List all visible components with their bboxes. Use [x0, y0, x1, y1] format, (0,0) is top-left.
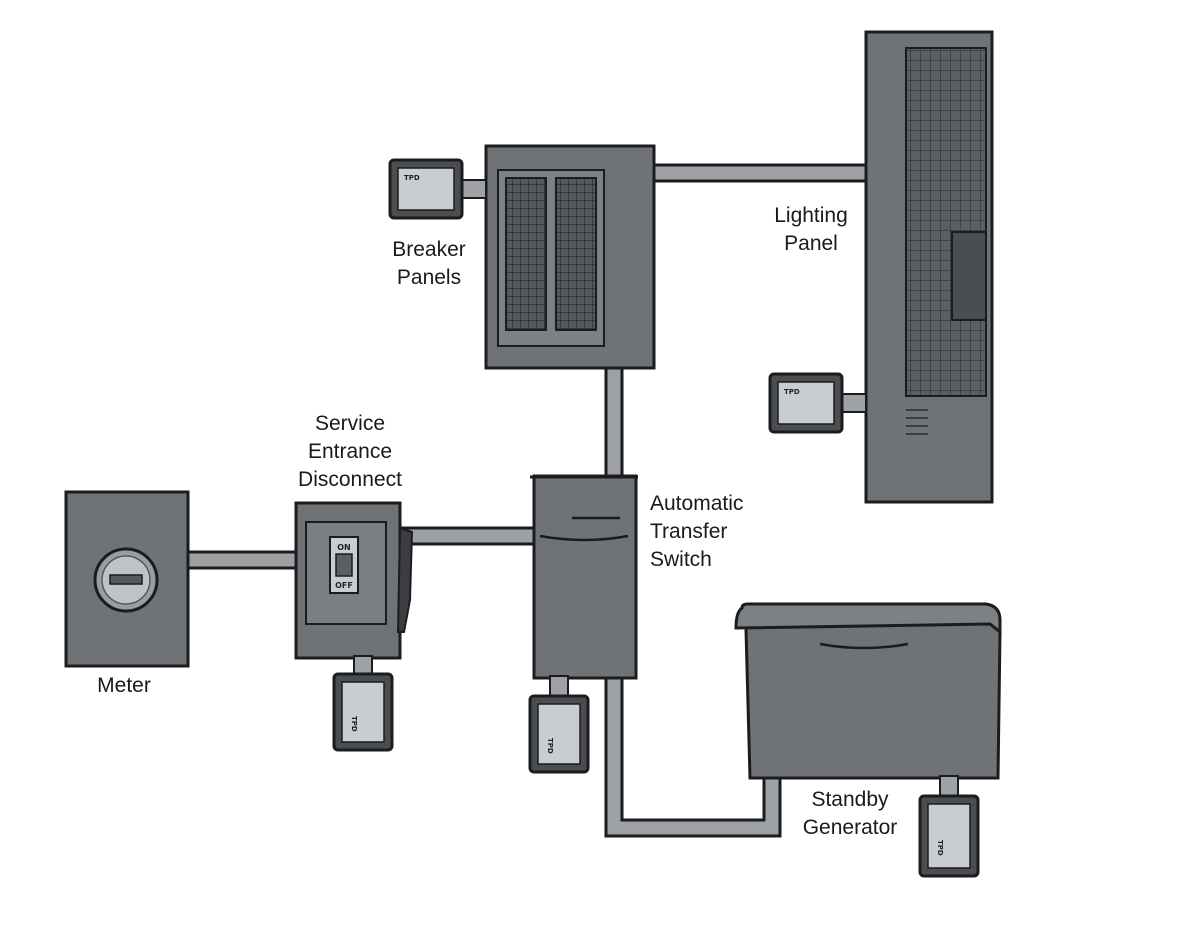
lighting-panel: [864, 30, 994, 504]
tpd-label: TPD: [784, 388, 800, 396]
tpd-service-disconnect: TPD: [332, 655, 394, 752]
breaker-panel: [484, 144, 656, 370]
tpd-transfer-switch: TPD: [528, 675, 590, 774]
lighting-panel-grid: [905, 47, 987, 397]
tpd-label: TPD: [350, 716, 358, 732]
disconnect-switch: [329, 536, 359, 594]
tpd-label: TPD: [404, 174, 420, 182]
lighting-panel-main-breaker: [951, 231, 987, 321]
generator-body: [744, 618, 1002, 780]
ats-enclosure: [532, 474, 638, 680]
switch-on-label: ON: [337, 543, 351, 552]
conduit-disconnect-to-ats: [398, 526, 538, 546]
automatic-transfer-switch: [530, 474, 638, 680]
service-entrance-disconnect-label: Service Entrance Disconnect: [298, 412, 402, 491]
disconnect-handle: [396, 526, 414, 633]
breaker-panels-label: Breaker Panels: [392, 238, 466, 289]
breaker-column-left: [505, 177, 547, 331]
meter-readout: [109, 574, 143, 585]
conduit-breaker-to-ats: [604, 364, 624, 480]
tpd-label: TPD: [936, 840, 944, 856]
tpd-standby-generator: TPD: [918, 775, 980, 878]
tpd-label: TPD: [546, 738, 554, 754]
service-entrance-disconnect: ON OFF: [294, 501, 414, 660]
standby-generator-label: Standby Generator: [802, 788, 898, 839]
conduit-meter-to-disconnect: [184, 550, 300, 570]
standby-generator: [734, 602, 1002, 780]
breaker-column-right: [555, 177, 597, 331]
lighting-panel-vents: [906, 409, 928, 435]
generator-handle: [819, 642, 909, 650]
meter-label: Meter: [97, 674, 151, 697]
tpd-lighting-panel: TPD: [768, 372, 867, 434]
meter: [64, 490, 190, 668]
conduit-breaker-to-lighting: [650, 163, 868, 183]
generator-lid: [734, 602, 1002, 636]
lighting-panel-label: Lighting Panel: [774, 204, 848, 255]
tpd-breaker-panel: TPD: [388, 158, 487, 220]
automatic-transfer-switch-label: Automatic Transfer Switch: [650, 492, 744, 571]
switch-off-label: OFF: [335, 581, 353, 590]
